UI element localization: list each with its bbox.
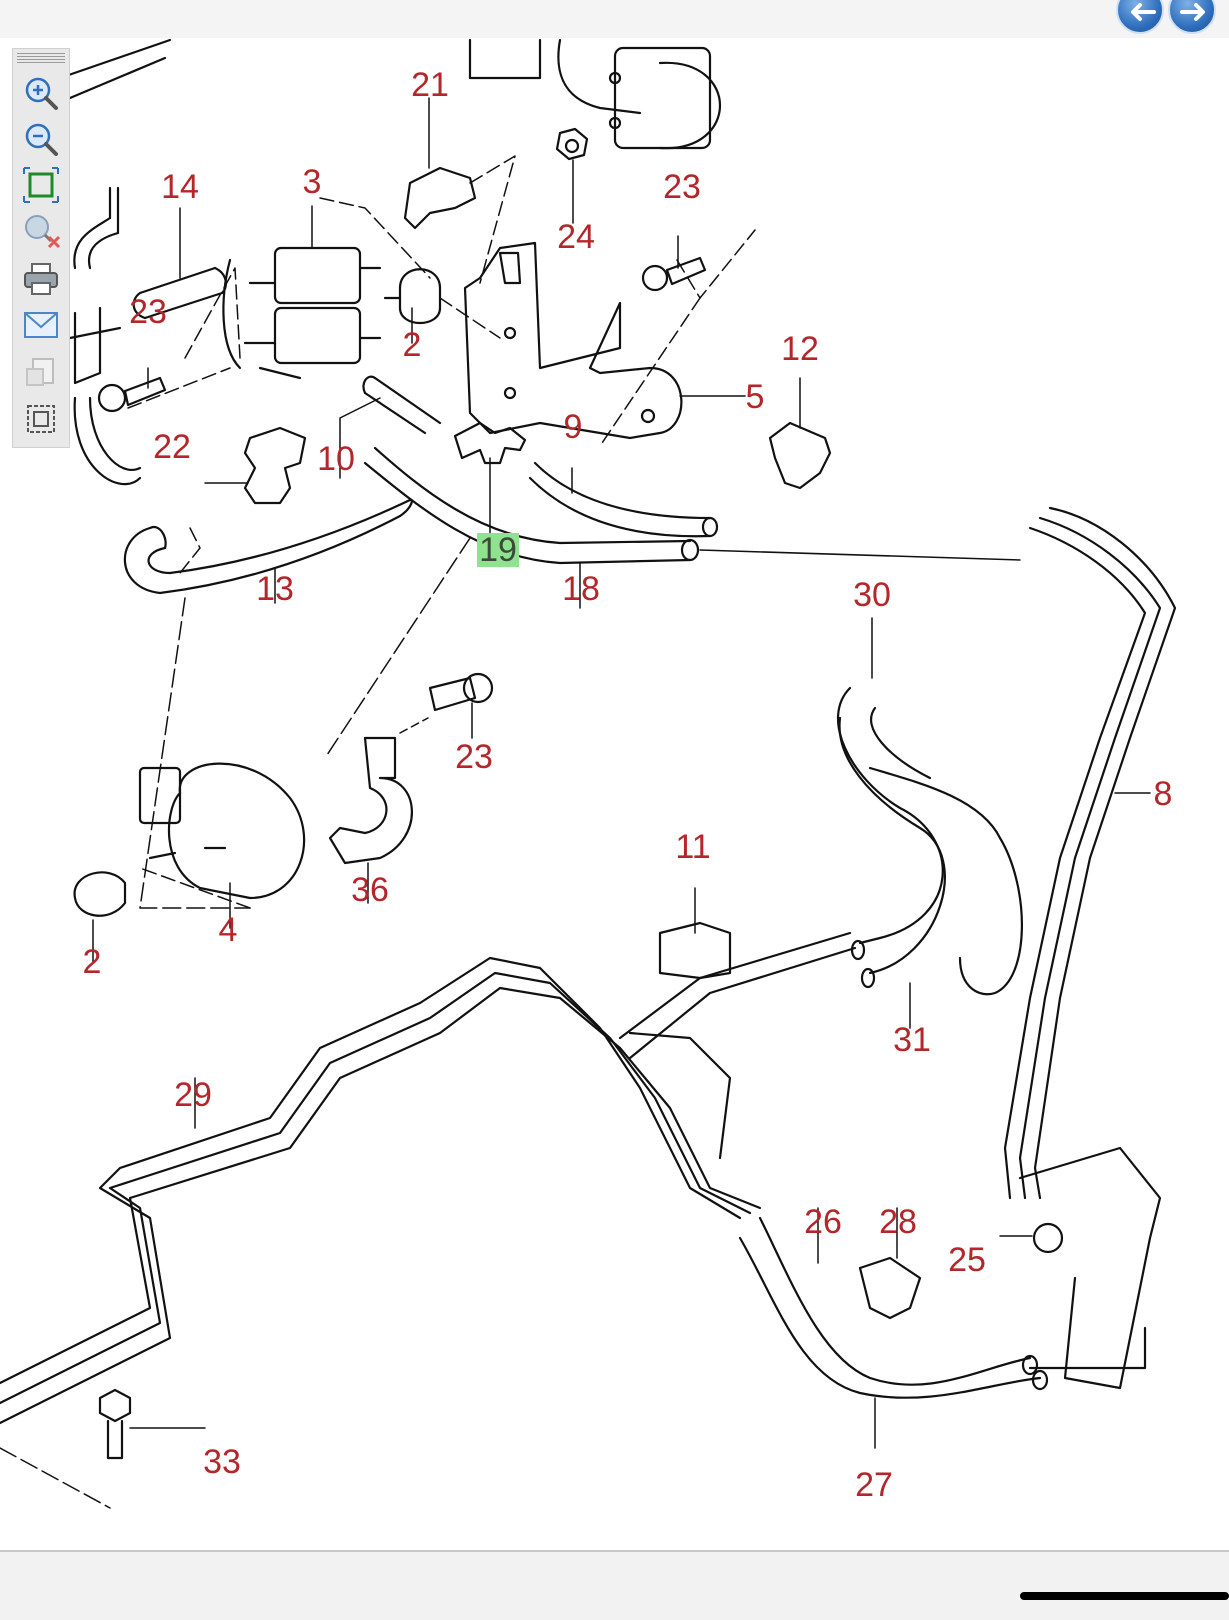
fit-window-icon <box>23 167 59 203</box>
callout-8[interactable]: 8 <box>1154 775 1173 813</box>
callout-30[interactable]: 30 <box>853 576 891 614</box>
zoom-reset-icon <box>25 215 61 249</box>
zoom-out-icon <box>25 123 58 156</box>
arrow-left-icon <box>1131 3 1156 21</box>
callout-23-center[interactable]: 23 <box>455 738 493 776</box>
select-area-button[interactable] <box>21 399 61 439</box>
callout-18[interactable]: 18 <box>562 570 600 608</box>
callout-29[interactable]: 29 <box>174 1076 212 1114</box>
callout-33[interactable]: 33 <box>203 1443 241 1481</box>
callout-12[interactable]: 12 <box>781 330 819 368</box>
callout-9[interactable]: 9 <box>564 408 583 446</box>
arrow-right-icon <box>1180 3 1205 21</box>
copy-button[interactable] <box>21 351 61 391</box>
callout-5[interactable]: 5 <box>746 378 765 416</box>
callout-2-bottom[interactable]: 2 <box>83 943 102 981</box>
callout-19-highlight <box>477 533 519 567</box>
callout-27[interactable]: 27 <box>855 1466 893 1504</box>
parts-diagram: 21 14 3 23 24 23 2 12 5 22 10 9 19 13 18… <box>0 38 1177 1509</box>
callout-labels: 21 14 3 23 24 23 2 12 5 22 10 9 19 13 18… <box>83 66 1173 1504</box>
reset-zoom-button[interactable] <box>21 211 61 251</box>
callout-14[interactable]: 14 <box>161 168 199 206</box>
callout-11[interactable]: 11 <box>675 828 710 866</box>
select-area-icon <box>27 405 55 433</box>
zoom-in-icon <box>25 77 58 110</box>
print-button[interactable] <box>21 259 61 299</box>
diagram-viewer[interactable]: 21 14 3 23 24 23 2 12 5 22 10 9 19 13 18… <box>0 38 1229 1552</box>
home-indicator[interactable] <box>1020 1592 1229 1600</box>
zoom-out-button[interactable] <box>21 119 61 159</box>
copy-icon <box>26 358 54 386</box>
viewer-toolbar <box>12 48 70 448</box>
callout-2-top[interactable]: 2 <box>403 326 422 364</box>
callout-10[interactable]: 10 <box>317 440 355 478</box>
callout-3[interactable]: 3 <box>303 163 322 201</box>
callout-21[interactable]: 21 <box>411 66 449 104</box>
email-button[interactable] <box>21 305 61 345</box>
callout-23-left[interactable]: 23 <box>129 293 167 331</box>
callout-24[interactable]: 24 <box>557 218 595 256</box>
hose-line <box>58 38 172 80</box>
toolbar-grip[interactable] <box>17 53 65 65</box>
callout-4[interactable]: 4 <box>219 911 238 949</box>
callout-19[interactable]: 19 <box>479 531 517 569</box>
callout-22[interactable]: 22 <box>153 428 191 466</box>
email-icon <box>24 312 58 338</box>
callout-23-top[interactable]: 23 <box>663 168 701 206</box>
bottom-area <box>0 1552 1229 1620</box>
forward-button[interactable] <box>1168 0 1216 34</box>
back-button[interactable] <box>1116 0 1164 34</box>
callout-13[interactable]: 13 <box>256 570 294 608</box>
callout-28[interactable]: 28 <box>879 1203 917 1241</box>
zoom-in-button[interactable] <box>21 73 61 113</box>
callout-25[interactable]: 25 <box>948 1241 986 1279</box>
callout-31[interactable]: 31 <box>893 1021 931 1059</box>
top-bar <box>0 0 1229 38</box>
print-icon <box>24 263 58 295</box>
callout-36[interactable]: 36 <box>351 871 389 909</box>
callout-26[interactable]: 26 <box>804 1203 842 1241</box>
fit-to-window-button[interactable] <box>21 165 61 205</box>
